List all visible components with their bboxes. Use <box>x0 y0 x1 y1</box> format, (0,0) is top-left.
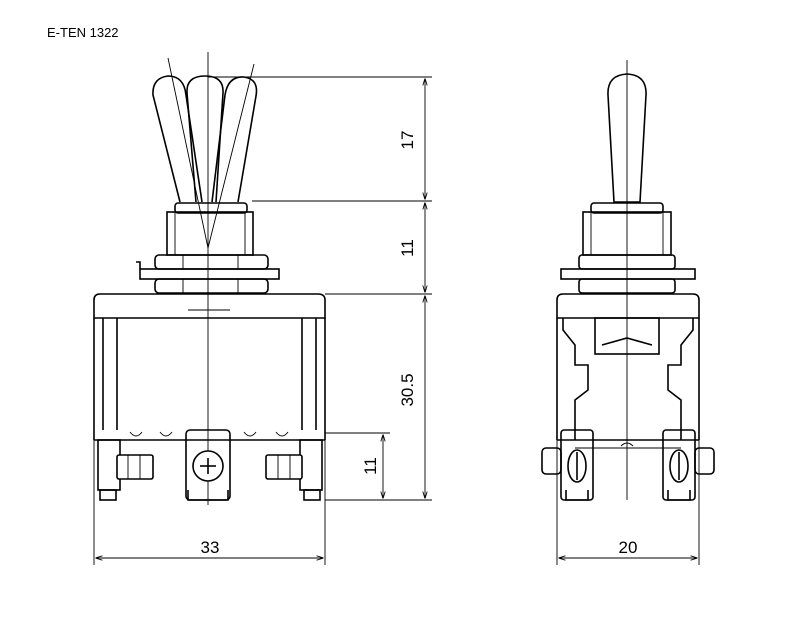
dim-side-width: 20 <box>619 538 638 557</box>
dim-bushing-height: 11 <box>398 239 417 257</box>
front-terminals <box>97 429 323 501</box>
dim-body-width: 33 <box>201 538 220 557</box>
dim-lever-height: 17 <box>398 131 417 150</box>
dim-terminal-height: 11 <box>361 457 380 475</box>
front-dimensions <box>93 76 432 565</box>
side-terminals <box>541 429 715 501</box>
front-bushing <box>136 202 280 294</box>
dim-body-height: 30.5 <box>398 373 417 406</box>
side-body <box>556 293 700 449</box>
side-toggle-lever <box>607 73 647 203</box>
front-view <box>93 52 432 565</box>
front-toggle-lever <box>152 57 258 249</box>
side-dimensions <box>556 440 700 565</box>
drawing-title: E-TEN 1322 <box>47 25 119 40</box>
side-view <box>541 60 715 565</box>
side-bushing <box>560 202 696 294</box>
front-body <box>93 293 326 441</box>
